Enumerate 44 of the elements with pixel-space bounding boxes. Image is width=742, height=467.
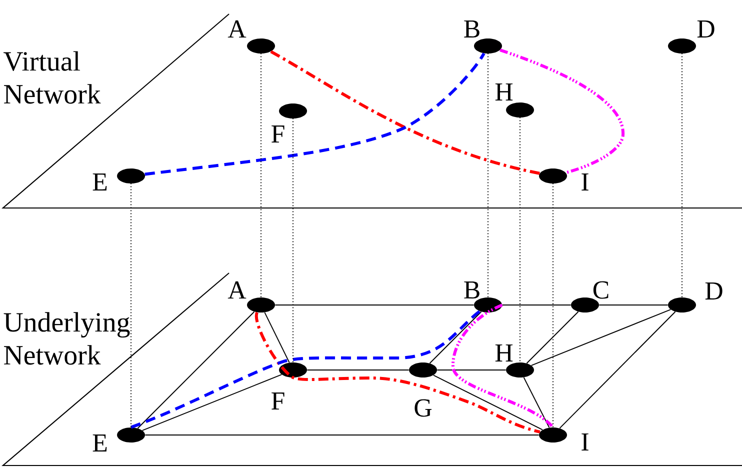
node-label: E	[92, 174, 107, 190]
node-label: E	[92, 434, 107, 452]
link-line	[137, 311, 255, 429]
mapping-line	[260, 53, 262, 298]
link-line	[274, 304, 474, 306]
node-label: D	[705, 282, 722, 300]
mapping-line	[487, 53, 489, 298]
node-label: G	[414, 399, 432, 417]
node-label: B	[464, 281, 480, 299]
node-label: A	[228, 20, 246, 38]
mapping-line	[130, 183, 132, 428]
mapping-line	[519, 117, 521, 363]
mapping-line	[552, 183, 554, 428]
link-line	[432, 374, 544, 430]
node-label: I	[582, 434, 588, 450]
link-line	[523, 376, 550, 428]
route-curve	[452, 304, 554, 428]
route-curve	[130, 310, 481, 429]
node-label: A	[228, 281, 246, 299]
route-curve	[254, 312, 540, 434]
link-line	[559, 311, 676, 429]
node-label: F	[272, 392, 284, 410]
node-label: D	[697, 20, 714, 38]
link-line	[142, 374, 282, 431]
mapping-line	[292, 118, 294, 363]
link-line	[526, 311, 579, 364]
link-line	[598, 304, 668, 306]
plane-label: Virtual Network	[4, 51, 101, 104]
link-line	[502, 304, 572, 306]
node-label: I	[582, 174, 588, 190]
route-curve	[144, 52, 486, 176]
route-curve	[500, 48, 624, 174]
link-line	[530, 309, 672, 366]
node-label: C	[593, 281, 608, 299]
link-line	[429, 311, 482, 364]
node-label: F	[272, 126, 284, 142]
node-label: B	[464, 20, 480, 38]
mapping-line	[681, 53, 683, 298]
node-label: H	[495, 84, 513, 100]
plane-label: Underlying Network	[4, 312, 130, 365]
route-curve	[270, 50, 540, 175]
link-line	[144, 434, 540, 436]
link-line	[264, 312, 290, 364]
node-label: H	[495, 344, 513, 362]
